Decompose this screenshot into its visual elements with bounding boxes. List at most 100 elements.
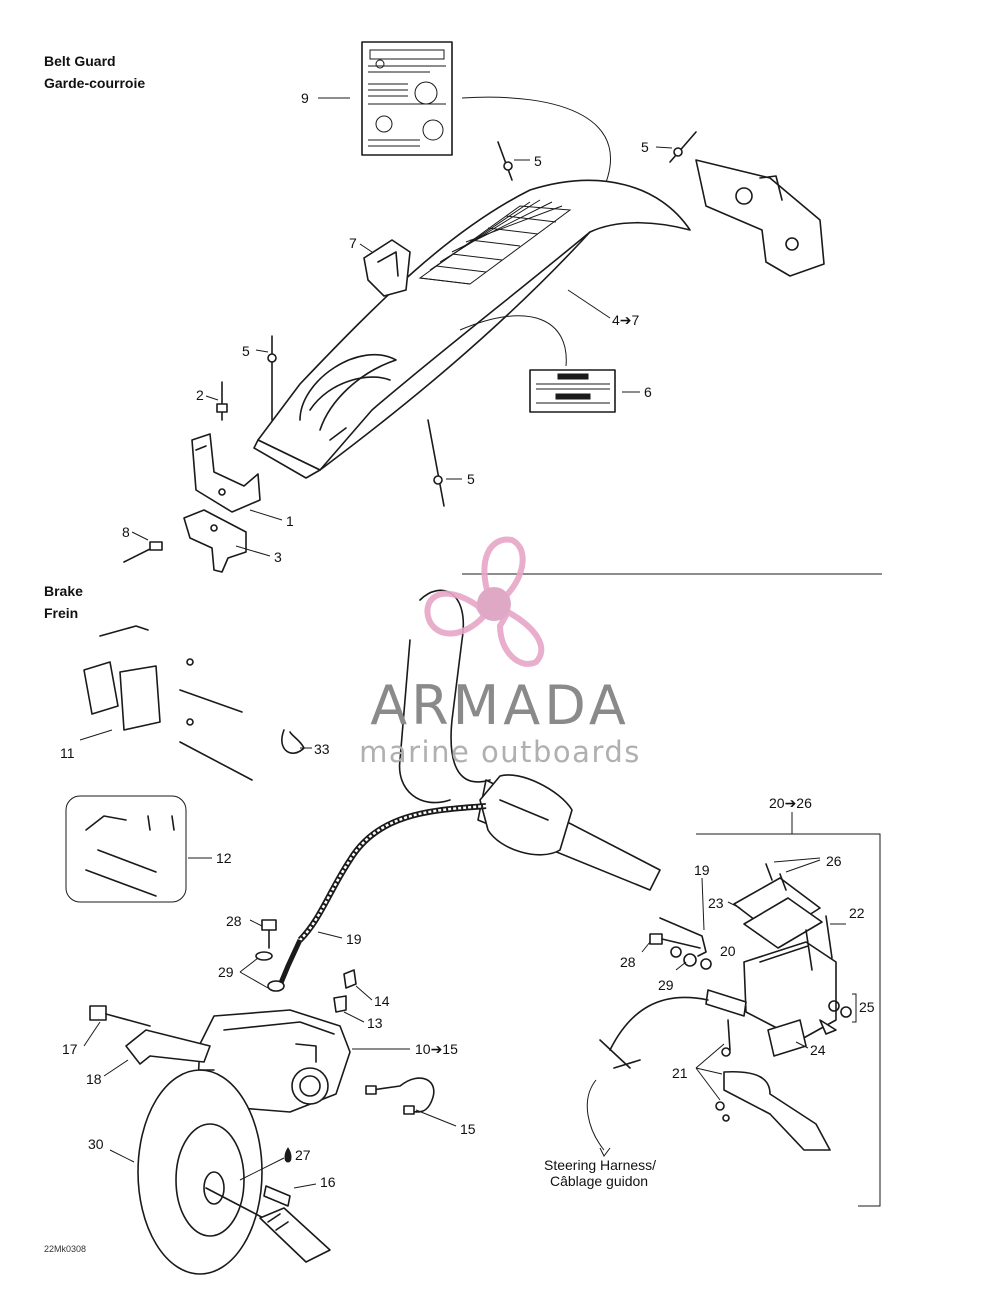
callout-10-15: 10➔15 <box>415 1041 458 1057</box>
assembly-bracket-20-26 <box>696 833 881 1207</box>
part-12-hardware-kit <box>65 795 187 903</box>
part-16-key <box>263 1185 291 1207</box>
callout-14: 14 <box>374 993 390 1009</box>
callout-21: 21 <box>672 1065 688 1081</box>
part-18-caliper-bracket <box>125 1029 211 1065</box>
callout-5-top-right: 5 <box>641 139 649 155</box>
callout-29-right: 29 <box>658 977 674 993</box>
part-20-master-cylinder <box>705 941 837 1041</box>
part-5-rivet-bottom <box>427 419 445 507</box>
brake-heading: Brake Frein <box>44 580 83 624</box>
steering-harness-label-en: Steering Harness/ <box>544 1157 656 1173</box>
callout-5-bottom: 5 <box>467 471 475 487</box>
part-19-hose-fitting-right <box>659 917 707 957</box>
part-5-rivet-top-right <box>669 131 697 163</box>
part-9-safety-decal <box>361 41 453 156</box>
callout-27: 27 <box>295 1147 311 1163</box>
armada-watermark: ARMADA marine outboards <box>359 536 641 769</box>
callout-28-right: 28 <box>620 954 636 970</box>
part-22-mounting-screws <box>805 915 833 971</box>
part-5-rivet-left <box>267 335 277 421</box>
belt-guard-heading: Belt Guard Garde-courroie <box>44 50 145 94</box>
propeller-blade-top <box>481 536 526 604</box>
callout-25: 25 <box>859 999 875 1015</box>
part-17-caliper-bolt <box>89 1005 151 1027</box>
callout-12: 12 <box>216 850 232 866</box>
brake-title-en: Brake <box>44 583 83 599</box>
callout-23: 23 <box>708 895 724 911</box>
callout-16: 16 <box>320 1174 336 1190</box>
part-29-washers-left <box>255 951 285 992</box>
brake-title-fr: Frein <box>44 605 79 621</box>
part-11-brake-pads <box>83 625 253 781</box>
callout-29-left: 29 <box>218 964 234 980</box>
part-24-clamp <box>767 1019 807 1057</box>
callout-8: 8 <box>122 524 130 540</box>
belt-guard-title-en: Belt Guard <box>44 53 116 69</box>
part-25-clamp-parts <box>819 1000 852 1035</box>
callout-4-7: 4➔7 <box>612 312 640 328</box>
part-19-brake-hose <box>275 803 487 991</box>
part-21-brake-lever <box>715 1019 831 1151</box>
part-10-brake-caliper <box>197 1009 351 1113</box>
part-6-warning-decal <box>529 369 616 413</box>
part-4-belt-guard-body <box>253 179 691 479</box>
handlebar-grip <box>479 774 573 856</box>
part-30-brake-disc <box>137 1069 321 1275</box>
propeller-hub <box>477 587 511 621</box>
callout-1: 1 <box>286 513 294 529</box>
callout-30: 30 <box>88 1136 104 1152</box>
callout-15: 15 <box>460 1121 476 1137</box>
mount-bracket-right <box>695 159 825 277</box>
part-23-reservoir-cap <box>733 877 823 949</box>
callout-9: 9 <box>301 90 309 106</box>
part-15-brake-line <box>365 1077 435 1115</box>
callout-17: 17 <box>62 1041 78 1057</box>
brake-switch-wire <box>586 996 709 1157</box>
part-26-cap-screws <box>765 863 787 891</box>
drive-shaft-end <box>259 1207 331 1263</box>
callout-20: 20 <box>720 943 736 959</box>
part-7-clip <box>363 239 411 297</box>
propeller-blade-left <box>424 590 488 637</box>
callout-5-top-left: 5 <box>534 153 542 169</box>
part-3-lower-bracket <box>183 509 247 573</box>
callout-19-right: 19 <box>694 862 710 878</box>
callout-13: 13 <box>367 1015 383 1031</box>
propeller-blade-right <box>496 607 545 667</box>
callout-28-left: 28 <box>226 913 242 929</box>
drawing-code: 22Mk0308 <box>44 1244 86 1254</box>
watermark-tagline: marine outboards <box>359 735 641 769</box>
belt-guard-title-fr: Garde-courroie <box>44 75 146 91</box>
part-27-brake-fluid <box>284 1147 292 1163</box>
callout-19-left: 19 <box>346 931 362 947</box>
callout-22: 22 <box>849 905 865 921</box>
callout-7: 7 <box>349 235 357 251</box>
callout-6: 6 <box>644 384 652 400</box>
part-4-vent-grid <box>418 199 572 285</box>
propeller-logo-icon <box>424 536 545 667</box>
part-5-rivet-top-left <box>497 141 513 181</box>
callout-3: 3 <box>274 549 282 565</box>
part-28-banjo-bolt-right <box>649 933 701 949</box>
callout-11: 11 <box>60 745 75 761</box>
steering-harness-label-fr: Câblage guidon <box>550 1173 648 1189</box>
part-29-washers-right <box>670 946 712 970</box>
callout-24: 24 <box>810 1042 826 1058</box>
part-8-screw <box>123 541 163 563</box>
watermark-brand: ARMADA <box>370 674 630 737</box>
callout-20-26: 20➔26 <box>769 795 812 811</box>
part-28-banjo-bolt-left <box>261 919 277 949</box>
part-33-hose-clamp <box>281 729 305 754</box>
part-13-bleeder-screw <box>333 995 347 1013</box>
callout-26: 26 <box>826 853 842 869</box>
callout-33: 33 <box>314 741 330 757</box>
callout-5-left: 5 <box>242 343 250 359</box>
callout-2: 2 <box>196 387 204 403</box>
part-14-bleeder-cap <box>343 969 357 989</box>
part-1-bracket <box>191 433 261 513</box>
callout-18: 18 <box>86 1071 102 1087</box>
part-2-bolt <box>216 381 228 421</box>
